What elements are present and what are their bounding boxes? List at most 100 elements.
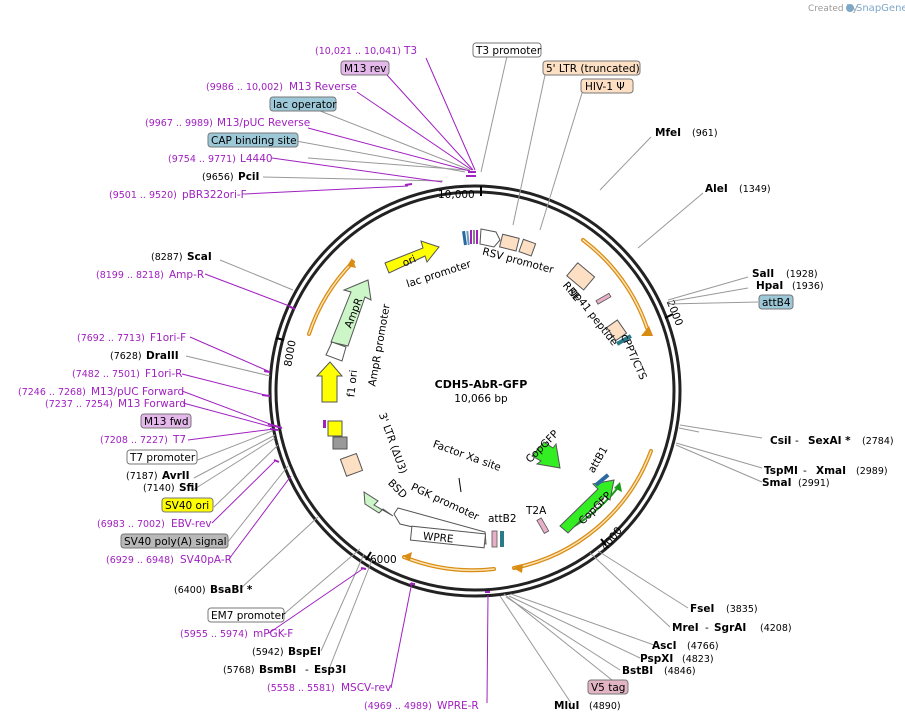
t3-coord: (10,021 .. 10,041) bbox=[315, 46, 401, 57]
em7-box bbox=[207, 607, 285, 623]
ampr-promoter-arrow bbox=[325, 341, 347, 362]
xmai-name: XmaI bbox=[816, 465, 846, 477]
m13-fwd-box bbox=[140, 413, 192, 429]
wpre-r-coord: (4969 .. 4989) bbox=[364, 701, 432, 712]
smai-pos: (2991) bbox=[798, 478, 830, 489]
m13-reverse-name: M13 Reverse bbox=[289, 81, 357, 93]
ltr3-label: 3' LTR (ΔU3) bbox=[376, 411, 409, 475]
pspxi-name: PspXI bbox=[640, 653, 673, 665]
cppt-block bbox=[605, 319, 628, 342]
backbone bbox=[268, 184, 682, 598]
cap-box bbox=[207, 132, 299, 148]
bsmbi-name: BsmBI bbox=[259, 664, 296, 676]
t3-promoter-label: T3 promoter bbox=[475, 45, 542, 57]
esp3i-name: Esp3I bbox=[314, 664, 346, 676]
f1ori-r-coord: (7482 .. 7501) bbox=[72, 369, 140, 380]
f1ori-f-name: F1ori-F bbox=[150, 332, 186, 344]
sv40pa-r-coord: (6929 .. 6948) bbox=[106, 555, 174, 566]
mrei-name: MreI bbox=[672, 622, 699, 634]
hiv1-box bbox=[580, 78, 634, 94]
copgfp-arrow-2 bbox=[559, 479, 615, 534]
gp41-label: gp41 peptide bbox=[567, 286, 620, 349]
leader-lines-primer bbox=[181, 57, 489, 704]
bstbi-pos: (4846) bbox=[664, 666, 696, 677]
csii-name: CsiI bbox=[770, 435, 791, 447]
fsei-name: FseI bbox=[690, 603, 714, 615]
bspei-name: BspEI bbox=[288, 646, 321, 658]
bstbi-name: BstBI bbox=[622, 665, 653, 677]
plasmid-name: CDH5-AbR-GFP bbox=[435, 378, 528, 391]
copgfp-arrow-1 bbox=[531, 441, 561, 469]
m13puc-reverse-name: M13/pUC Reverse bbox=[217, 117, 310, 129]
hpai-name: HpaI bbox=[756, 280, 783, 292]
attb1-block bbox=[594, 473, 610, 487]
bsmbi-dash: - bbox=[305, 664, 309, 676]
rre-block bbox=[566, 262, 596, 291]
attb2-block bbox=[491, 530, 498, 548]
l4440-name: L4440 bbox=[240, 153, 273, 165]
mrei-dash: - bbox=[705, 622, 709, 634]
em7-label: EM7 promoter bbox=[211, 610, 286, 622]
bsabi-name: BsaBI * bbox=[210, 584, 253, 596]
avrii-pos: (7187) bbox=[126, 471, 158, 482]
avrii-name: AvrII bbox=[162, 470, 190, 482]
leader-lines-grey bbox=[185, 55, 763, 704]
tspmi-pos: (2989) bbox=[856, 466, 888, 477]
m13-rev-label: M13 rev bbox=[344, 63, 387, 75]
plasmid-size: 10,066 bp bbox=[454, 393, 508, 405]
m13-reverse-coord: (9986 .. 10,002) bbox=[206, 82, 283, 93]
orange-feature-arcs bbox=[307, 238, 653, 573]
ebv-rev-name: EBV-rev bbox=[171, 518, 212, 530]
wpre-block bbox=[409, 525, 487, 549]
tick-10000: 10,000 bbox=[438, 189, 475, 201]
sv40pa-r-name: SV40pA-R bbox=[180, 554, 232, 566]
v5tag-box bbox=[587, 679, 629, 695]
ampr-promoter-label: AmpR promoter bbox=[366, 303, 392, 388]
bsd-arrow bbox=[363, 491, 394, 517]
ltr5-label: 5' LTR (truncated) bbox=[546, 63, 640, 75]
attb1-label: attB1 bbox=[586, 444, 611, 475]
mscv-rev-coord: (5558 .. 5581) bbox=[267, 683, 335, 694]
ltr5-box bbox=[542, 60, 641, 76]
ampr-primer-coord: (8199 .. 8218) bbox=[96, 270, 164, 281]
tick-6000: 6000 bbox=[370, 554, 397, 566]
sali-name: SalI bbox=[752, 268, 774, 280]
tick-marks bbox=[275, 186, 674, 561]
m13puc-forward-name: M13/pUC Forward bbox=[91, 386, 184, 398]
mlui-name: MluI bbox=[554, 700, 579, 712]
tspmi-name: TspMI bbox=[764, 465, 798, 477]
sgrai-name: SgrAI bbox=[714, 622, 746, 634]
mfei-name: MfeI bbox=[655, 127, 681, 139]
gp41-block bbox=[595, 292, 612, 305]
ampr-primer-name: Amp-R bbox=[169, 269, 204, 281]
pcii-pos: (9656) bbox=[202, 172, 234, 183]
pcii-name: PciI bbox=[238, 171, 259, 183]
t7-promoter-label: T7 promoter bbox=[129, 452, 196, 464]
ori-arrow bbox=[384, 240, 440, 274]
sv40-ori-block bbox=[327, 420, 343, 437]
tspmi-dash: - bbox=[803, 465, 807, 477]
smai-name: SmaI bbox=[762, 477, 792, 489]
m13-fwd-label: M13 fwd bbox=[144, 416, 189, 428]
attb4-label: attB4 bbox=[762, 297, 791, 309]
mrei-pos: (4208) bbox=[760, 623, 792, 634]
t7-promoter-box bbox=[126, 449, 198, 465]
mpgk-f-name: mPGK-F bbox=[253, 628, 293, 640]
m13puc-forward-coord: (7246 .. 7268) bbox=[18, 387, 86, 398]
m13-block bbox=[323, 420, 326, 428]
credit-created-by: Created by bbox=[808, 4, 858, 14]
f1ori-label: f1 ori bbox=[345, 369, 360, 397]
sv40-polya-block bbox=[332, 436, 348, 450]
tick-4000: 4000 bbox=[599, 525, 625, 553]
m13-rev-box bbox=[340, 60, 390, 76]
alei-pos: (1349) bbox=[739, 184, 771, 195]
bsd-label: BSD bbox=[385, 477, 409, 501]
cap-label: CAP binding site bbox=[211, 135, 297, 147]
ori-label: ori bbox=[401, 253, 418, 269]
factor-xa-tick bbox=[458, 477, 462, 493]
f1ori-f-coord: (7692 .. 7713) bbox=[77, 333, 145, 344]
ebv-rev-coord: (6983 .. 7002) bbox=[97, 519, 165, 530]
mfei-pos: (961) bbox=[692, 128, 718, 139]
wpre-r-name: WPRE-R bbox=[437, 700, 479, 712]
